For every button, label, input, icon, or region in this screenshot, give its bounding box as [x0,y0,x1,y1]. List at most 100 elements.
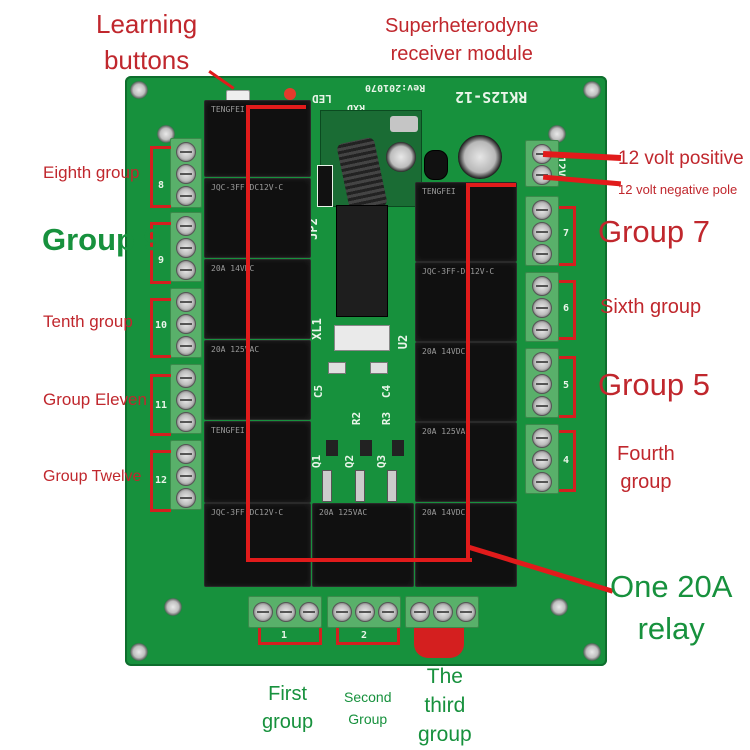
screw-icon[interactable] [176,390,196,410]
bracket-group-4 [559,430,576,492]
screw-icon[interactable] [532,396,552,416]
screw-icon[interactable] [253,602,273,622]
r3-silkscreen: R3 [380,411,394,426]
xl1-silkscreen: XL1 [309,318,324,340]
channel-2-mark: 2 [361,630,368,641]
terminal-group-11 [170,364,202,434]
bracket-group-10 [150,298,171,358]
terminal-group-2 [327,596,401,628]
screw-icon[interactable] [532,374,552,394]
channel-7-mark: 7 [563,228,570,239]
bracket-group-7 [559,206,576,266]
screw-icon[interactable] [176,164,196,184]
relay-rating-ac: 20A 125VAC [319,508,368,517]
channel-6-mark: 6 [563,303,570,314]
screw-icon[interactable] [176,216,196,236]
small-capacitor [386,142,416,172]
screw-icon[interactable] [532,276,552,296]
transistor-q1 [326,440,338,456]
bracket-group-8 [150,146,171,208]
screw-icon[interactable] [176,488,196,508]
bracket-group-12 [150,450,171,512]
voltage-regulator [424,150,448,180]
terminal-group-6 [525,272,559,342]
screw-icon[interactable] [276,602,296,622]
mount-hole-bottom-right [583,643,601,661]
screw-icon[interactable] [176,336,196,356]
relay-left-1: TENGFEI [204,100,311,177]
bracket-group-11 [150,374,171,436]
screw-icon[interactable] [355,602,375,622]
terminal-group-8 [170,138,202,208]
relay-brand: TENGFEI [422,187,456,196]
screw-icon[interactable] [176,292,196,312]
screw-icon[interactable] [176,314,196,334]
screw-icon[interactable] [176,444,196,464]
mount-hole-bottom-left [130,643,148,661]
screw-icon[interactable] [176,412,196,432]
screw-icon[interactable] [532,428,552,448]
screw-icon[interactable] [176,466,196,486]
screw-icon[interactable] [176,142,196,162]
first-group-label: First group [262,683,314,733]
terminal-group-3 [405,596,479,628]
screw-icon[interactable] [532,320,552,340]
screw-icon[interactable] [176,260,196,280]
mount-hole-low-right [550,598,568,616]
bracket-group-3 [414,628,464,658]
terminal-group-4 [525,424,559,494]
screw-icon[interactable] [532,450,552,470]
screw-icon[interactable] [176,368,196,388]
screw-icon[interactable] [378,602,398,622]
channel-4-mark: 4 [563,455,570,466]
screw-icon[interactable] [532,352,552,372]
fourth-group-label: Fourth group [617,443,675,493]
group-7-label: Group 7 [598,214,711,249]
screw-icon[interactable] [410,602,430,622]
screw-icon[interactable] [176,238,196,258]
q3-silkscreen: Q3 [375,454,389,469]
relay-brand: TENGFEI [211,426,245,435]
mount-hole-low-left [164,598,182,616]
group-5-label: Group 5 [598,367,711,402]
relay-left-3: 20A 14VDC [204,259,311,339]
u2-silkscreen: U2 [396,334,411,350]
c4-silkscreen: C4 [380,384,394,399]
bracket-group-9 [150,222,171,284]
rev-silkscreen: Rev:201070 [365,82,426,93]
screw-icon[interactable] [532,222,552,242]
screw-icon[interactable] [299,602,319,622]
channel-10-mark: 10 [155,320,168,331]
negative-label: 12 volt negative pole [618,182,738,197]
screw-icon[interactable] [532,244,552,264]
relay-outline-right [466,185,470,562]
relay-rating-ac: 20A 125VAC [422,427,471,436]
receiver-module-label: Superheterodyne receiver module [385,15,539,65]
screw-icon[interactable] [332,602,352,622]
screw-icon[interactable] [532,298,552,318]
mount-hole-mid-right [548,125,566,143]
relay-outline-bottom [246,558,472,562]
transistor-q3 [392,440,404,456]
model-silkscreen: RK12S-12 [455,88,528,106]
diode-d1 [322,470,332,502]
screw-icon[interactable] [176,186,196,206]
channel-12-mark: 12 [155,475,168,486]
q2-silkscreen: Q2 [343,454,357,469]
screw-icon[interactable] [433,602,453,622]
receiver-crystal [390,116,418,132]
bracket-group-5 [559,356,576,418]
screw-icon[interactable] [532,200,552,220]
jp2-header [317,165,333,207]
terminal-group-10 [170,288,202,358]
crystal-oscillator [334,325,390,351]
learning-buttons-label: Learning buttons [96,9,198,75]
group-9-label: Group 9 [42,222,161,257]
c5-capacitor [328,362,346,374]
mount-hole-top-right [583,81,601,99]
screw-icon[interactable] [456,602,476,622]
screw-icon[interactable] [532,472,552,492]
sixth-group-label: Sixth group [600,296,702,318]
diode-d2 [355,470,365,502]
tenth-group-label: Tenth group [43,312,133,331]
